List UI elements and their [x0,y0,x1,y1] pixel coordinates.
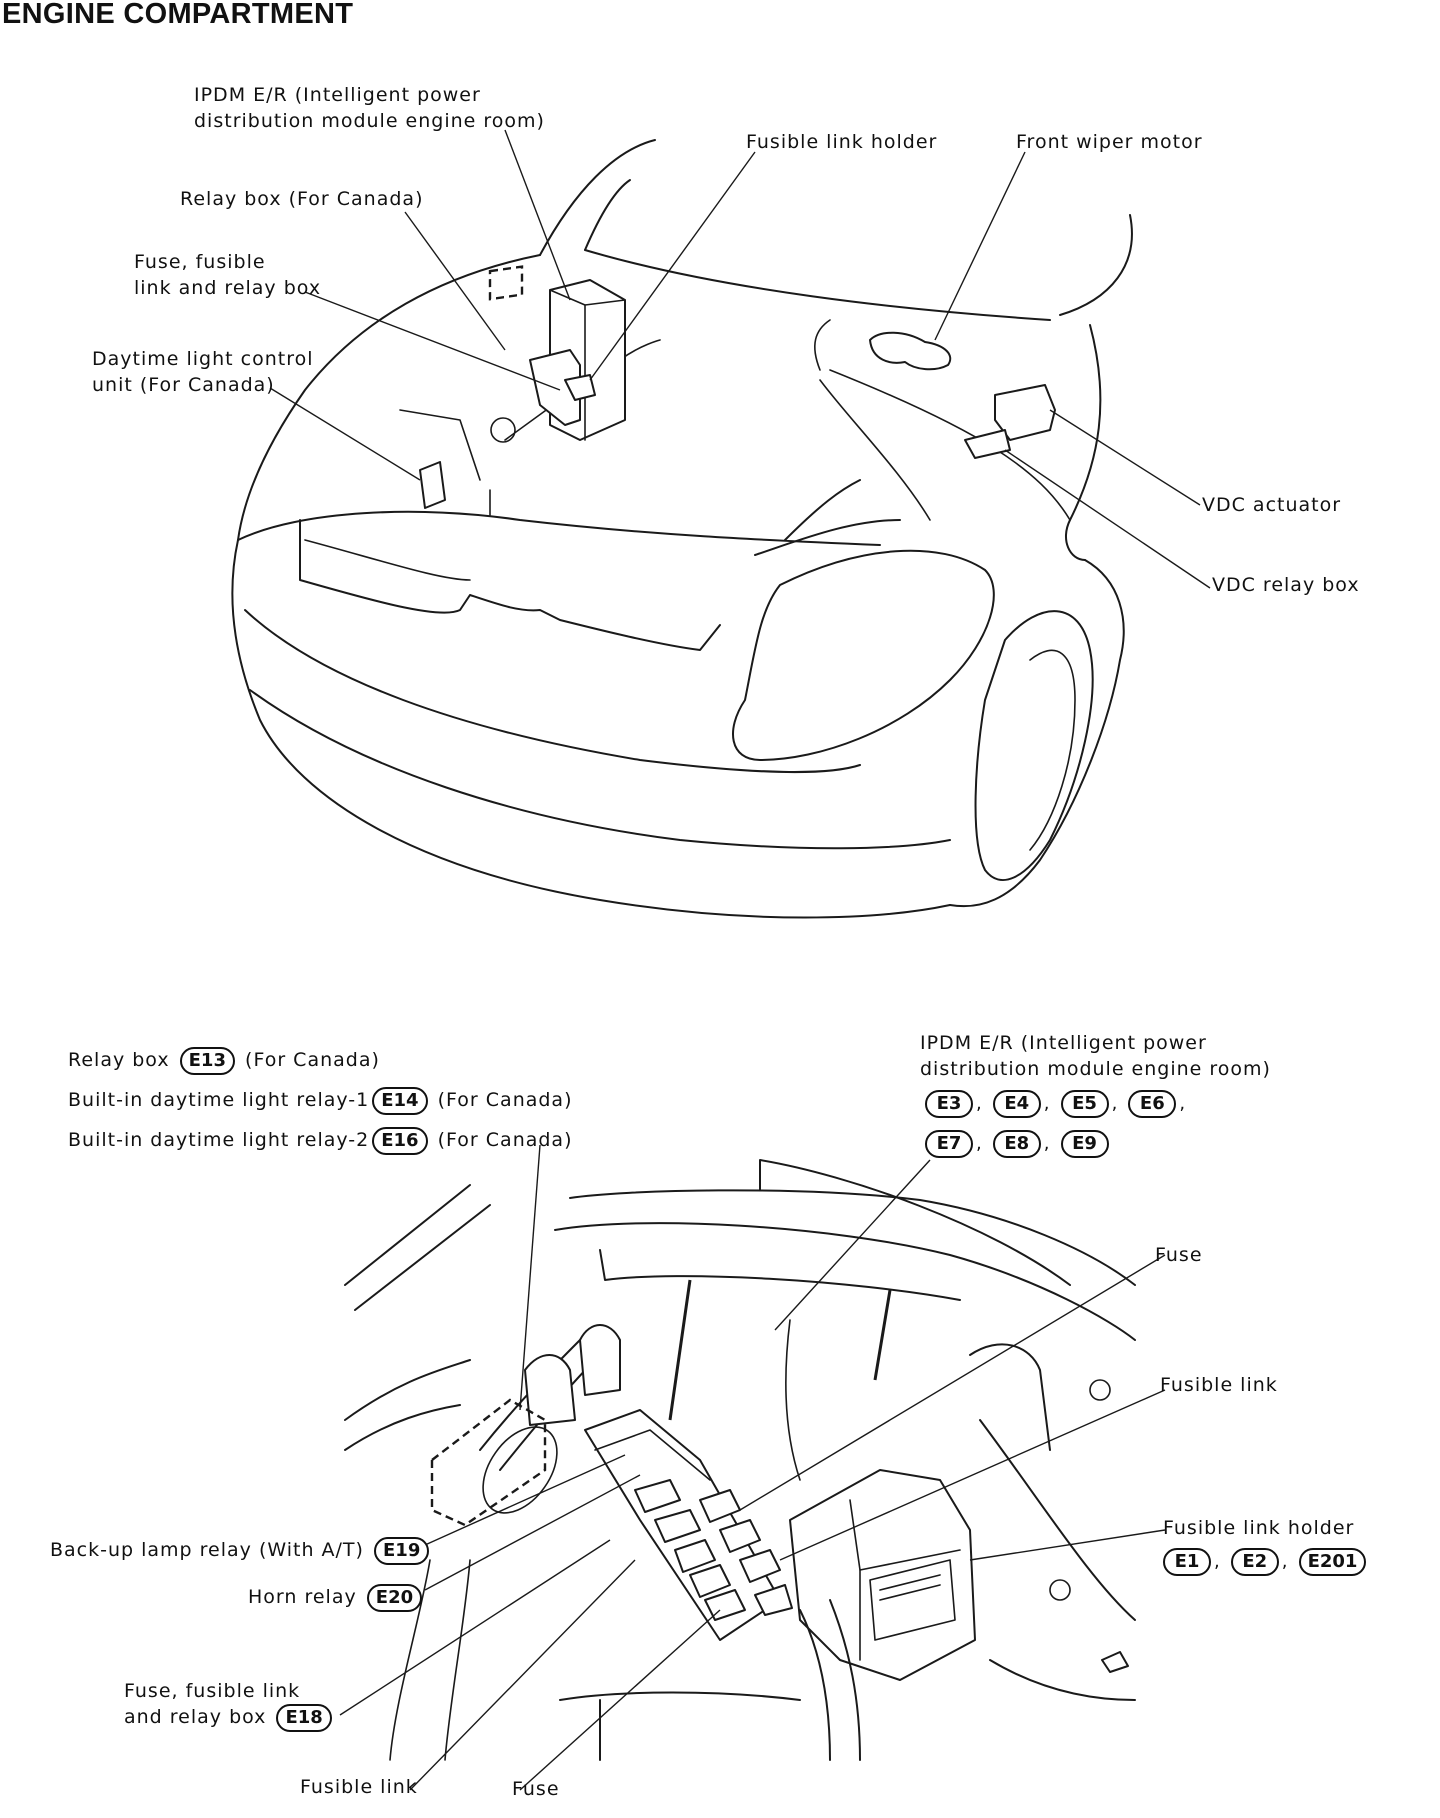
bottom-leader-lines [339,1144,1166,1791]
connector-code-e9: E9 [1060,1130,1109,1158]
label-ipdm-top-line1: IPDM E/R (Intelligent power [194,84,481,106]
horn-relay-text: Horn relay [248,1586,357,1608]
connector-code-e201: E201 [1298,1548,1367,1576]
daytime-relay-1-note: (For Canada) [437,1089,573,1111]
label-daytime-unit-line2: unit (For Canada) [92,374,275,396]
label-relay-box-bottom: Relay box E13 (For Canada) [68,1047,380,1075]
connector-code-e3: E3 [925,1090,973,1118]
label-front-wiper-motor: Front wiper motor [1016,131,1203,153]
daytime-relay-2-note: (For Canada) [437,1129,573,1151]
top-leader-lines [269,129,1211,589]
label-fuse-bottom: Fuse [512,1778,560,1800]
ipdm-codes-row-2: E7, E8, E9 [922,1130,1112,1158]
fuse-box-bottom-line2: and relay box [124,1706,267,1728]
connector-code-e18: E18 [276,1704,332,1732]
connector-code-e6: E6 [1128,1090,1177,1118]
label-vdc-relay-box: VDC relay box [1212,574,1360,596]
backup-lamp-relay-text: Back-up lamp relay (With A/T) [50,1539,364,1561]
page-title: ENGINE COMPARTMENT [2,0,354,30]
label-horn-relay: Horn relay E20 [248,1584,425,1612]
relay-box-note: (For Canada) [245,1049,380,1071]
label-ipdm-bottom-line2: distribution module engine room) [920,1058,1271,1080]
fusible-link-holder-codes: E1, E2, E201 [1160,1548,1369,1576]
label-fusible-link-right: Fusible link [1160,1374,1278,1396]
connector-code-e2: E2 [1230,1548,1279,1576]
connector-code-e16: E16 [372,1127,428,1155]
relay-box-text: Relay box [68,1049,170,1071]
engine-bay-illustration [344,1159,1136,1761]
connector-code-e5: E5 [1060,1090,1109,1118]
connector-code-e7: E7 [925,1130,973,1158]
daytime-relay-2-text: Built-in daytime light relay-2 [68,1129,370,1151]
label-fuse-box-bottom: and relay box E18 [124,1704,335,1732]
ipdm-codes-row-1: E3, E4, E5, E6, [922,1090,1186,1118]
label-fuse-box-bottom-line1: Fuse, fusible link [124,1680,301,1702]
daytime-relay-1-text: Built-in daytime light relay-1 [68,1089,370,1111]
label-daytime-unit-line1: Daytime light control [92,348,314,370]
connector-code-e19: E19 [374,1537,430,1565]
label-fusible-link-bottom: Fusible link [300,1776,418,1798]
car-front-illustration [231,139,1133,919]
connector-code-e4: E4 [992,1090,1041,1118]
label-fuse-right: Fuse [1155,1244,1203,1266]
label-fusible-link-holder-top: Fusible link holder [746,131,938,153]
label-ipdm-top-line2: distribution module engine room) [194,110,545,132]
connector-code-e1: E1 [1163,1548,1211,1576]
label-vdc-actuator: VDC actuator [1202,494,1342,516]
connector-code-e8: E8 [992,1130,1041,1158]
label-fusible-link-holder-bottom: Fusible link holder [1163,1517,1355,1539]
connector-code-e14: E14 [372,1087,428,1115]
label-relay-box-top: Relay box (For Canada) [180,188,424,210]
connector-code-e20: E20 [366,1584,423,1612]
connector-code-e13: E13 [179,1047,235,1075]
label-ipdm-bottom-line1: IPDM E/R (Intelligent power [920,1032,1207,1054]
label-backup-lamp-relay: Back-up lamp relay (With A/T) E19 [50,1537,432,1565]
label-fuse-box-top-line2: link and relay box [134,277,322,299]
label-fuse-box-top-line1: Fuse, fusible [134,251,266,273]
